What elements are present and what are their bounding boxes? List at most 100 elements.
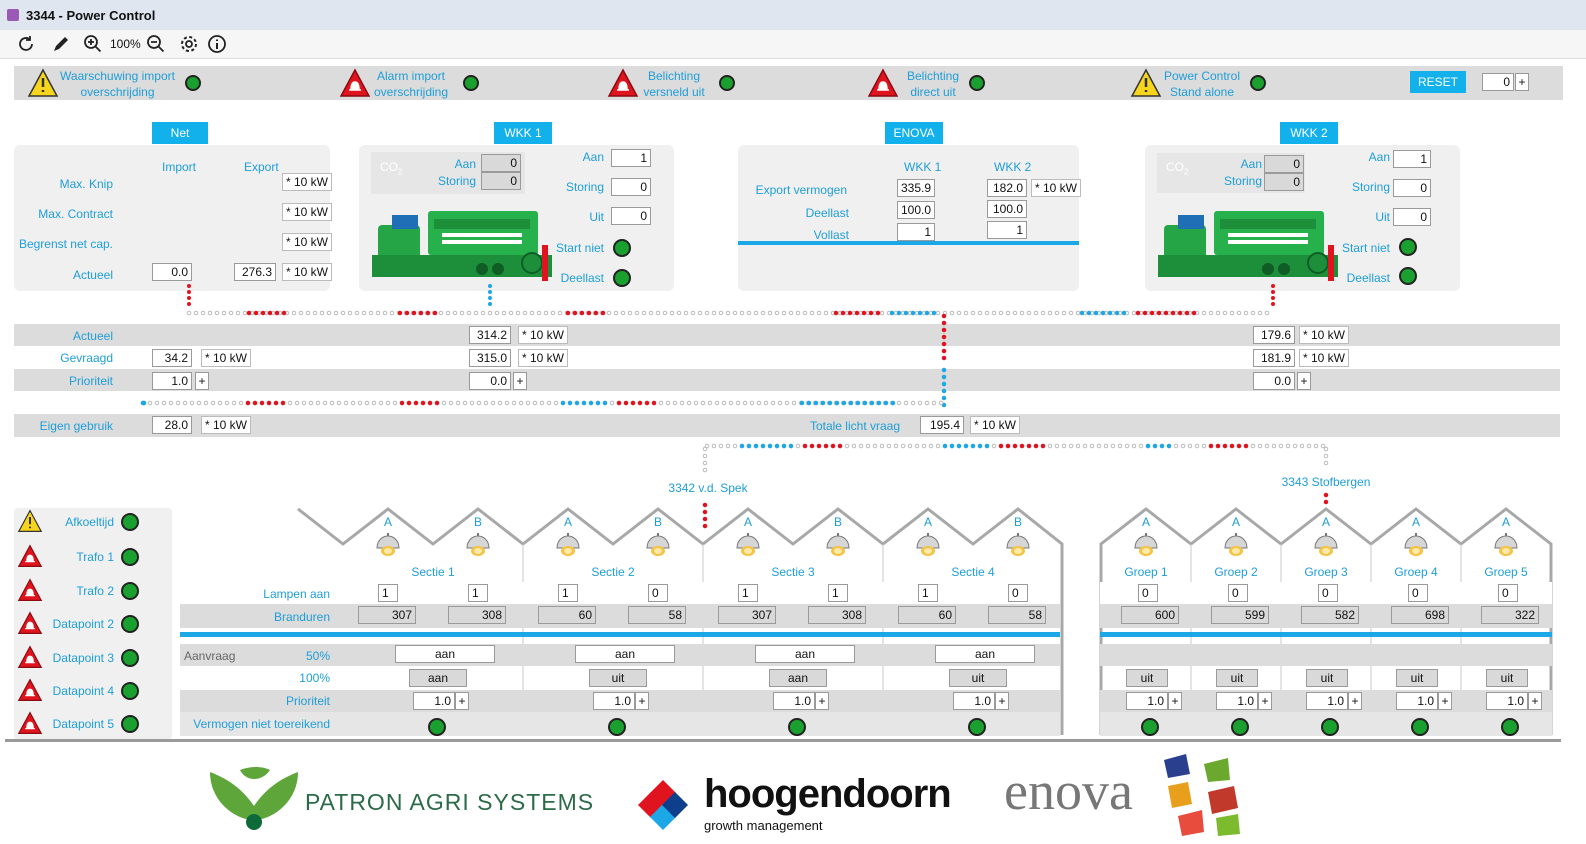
aanvraag-100-value[interactable]: aan	[769, 669, 827, 687]
group-prioriteit[interactable]: 1.0	[1216, 692, 1258, 710]
group-lamp-letter: A	[1321, 515, 1330, 529]
section-prio-plus-button[interactable]: +	[995, 692, 1009, 710]
group-prio-plus-button[interactable]: +	[1168, 692, 1182, 710]
wkk1-prioriteit[interactable]: 0.0	[469, 372, 511, 390]
net-unit: * 10 kW	[282, 173, 333, 191]
aanvraag-50-value[interactable]: aan	[755, 645, 855, 663]
info-icon[interactable]	[206, 33, 228, 55]
group-aanvraag-100[interactable]: uit	[1216, 669, 1258, 687]
group-name: Groep 5	[1484, 565, 1528, 579]
group-prioriteit[interactable]: 1.0	[1396, 692, 1438, 710]
enova-deellast-wkk1: 100.0	[897, 201, 935, 219]
section-prio-plus-button[interactable]: +	[455, 692, 469, 710]
reset-plus-button[interactable]: +	[1515, 73, 1529, 91]
flow-line-wkk1	[487, 284, 493, 310]
branduren-b: 58	[628, 606, 686, 624]
alarm-icon	[17, 544, 43, 568]
aanvraag-100-value[interactable]: aan	[409, 669, 467, 687]
wkk1-co2-storing: 0	[481, 172, 521, 190]
eigen-gebruik-row	[14, 414, 1560, 437]
group-branduren: 698	[1391, 606, 1449, 624]
group-name: Groep 3	[1304, 565, 1348, 579]
group-aanvraag-100[interactable]: uit	[1486, 669, 1528, 687]
edit-pencil-icon[interactable]	[50, 33, 72, 55]
net-prio-plus-button[interactable]: +	[195, 372, 209, 390]
wkk1-prio-plus-button[interactable]: +	[513, 372, 527, 390]
group-prioriteit[interactable]: 1.0	[1486, 692, 1528, 710]
refresh-icon[interactable]	[15, 33, 37, 55]
wkk1-actueel: 314.2	[469, 326, 511, 344]
wkk1-gevraagd: 315.0	[469, 349, 511, 367]
group-vermogen-led	[1231, 718, 1249, 736]
section-prioriteit[interactable]: 1.0	[413, 692, 455, 710]
alarm-led-3	[719, 75, 735, 91]
alarm-icon	[17, 611, 43, 635]
lamp-icon	[373, 530, 403, 560]
wkk2-prio-plus-button[interactable]: +	[1297, 372, 1311, 390]
lamp-a-value: 1	[738, 584, 758, 602]
branduren-label: Branduren	[273, 610, 330, 624]
wkk2-header[interactable]: WKK 2	[1280, 122, 1338, 144]
group-prio-plus-button[interactable]: +	[1528, 692, 1542, 710]
wkk1-header[interactable]: WKK 1	[494, 122, 552, 144]
enova-deellast-wkk2: 100.0	[987, 200, 1027, 218]
net-prioriteit[interactable]: 1.0	[152, 372, 192, 390]
section-name: Sectie 1	[411, 565, 455, 579]
status-label: Trafo 1	[76, 550, 114, 564]
flow-line-enova	[941, 313, 947, 409]
eigen-gebruik-unit: * 10 kW	[201, 416, 252, 434]
section-prioriteit[interactable]: 1.0	[953, 692, 995, 710]
net-row-label: Max. Contract	[38, 207, 113, 221]
enova-vollast-wkk2: 1	[987, 221, 1027, 239]
aanvraag-50-value[interactable]: aan	[935, 645, 1035, 663]
wkk2-prioriteit[interactable]: 0.0	[1253, 372, 1295, 390]
toolbar: 100%	[0, 30, 1586, 59]
zoom-out-icon[interactable]	[145, 33, 167, 55]
net-unit: * 10 kW	[282, 203, 333, 221]
lamp-icon	[463, 530, 493, 560]
enova-header[interactable]: ENOVA	[885, 122, 943, 144]
section-prioriteit[interactable]: 1.0	[593, 692, 635, 710]
alarm-led-1	[185, 75, 201, 91]
reset-value[interactable]: 0	[1482, 73, 1514, 91]
aanvraag-100-value[interactable]: uit	[589, 669, 647, 687]
gear-icon[interactable]	[178, 33, 200, 55]
flow-line-sites	[704, 443, 1328, 449]
group-aanvraag-100[interactable]: uit	[1126, 669, 1168, 687]
group-lamp-value: 0	[1228, 584, 1248, 602]
group-prio-plus-button[interactable]: +	[1438, 692, 1452, 710]
group-prio-plus-button[interactable]: +	[1258, 692, 1272, 710]
section-name: Sectie 4	[951, 565, 995, 579]
enova-col-wkk2: WKK 2	[994, 160, 1032, 174]
wkk2-co2-aan: 0	[1264, 155, 1304, 173]
status-led	[121, 548, 139, 566]
group-aanvraag-100[interactable]: uit	[1396, 669, 1438, 687]
wkk2-uit: 0	[1393, 208, 1431, 226]
group-vermogen-led	[1321, 718, 1339, 736]
group-prioriteit[interactable]: 1.0	[1126, 692, 1168, 710]
lamp-a-value: 1	[918, 584, 938, 602]
section-prio-plus-button[interactable]: +	[635, 692, 649, 710]
lamp-icon	[823, 530, 853, 560]
window-title: 3344 - Power Control	[26, 8, 156, 23]
lampen-aan-label: Lampen aan	[263, 587, 330, 601]
aanvraag-50-value[interactable]: aan	[575, 645, 675, 663]
group-divider	[1100, 632, 1552, 637]
section-prioriteit[interactable]: 1.0	[773, 692, 815, 710]
reset-button[interactable]: RESET	[1410, 71, 1466, 93]
enova-col-wkk1: WKK 1	[904, 160, 942, 174]
zoom-in-icon[interactable]	[82, 33, 104, 55]
net-header[interactable]: Net	[152, 122, 208, 144]
section-prio-plus-button[interactable]: +	[815, 692, 829, 710]
group-prio-plus-button[interactable]: +	[1348, 692, 1362, 710]
net-col-import: Import	[162, 160, 197, 174]
group-lamp-value: 0	[1408, 584, 1428, 602]
aanvraag-100-value[interactable]: uit	[949, 669, 1007, 687]
group-prioriteit[interactable]: 1.0	[1306, 692, 1348, 710]
lamp-a-letter: A	[383, 515, 392, 529]
aanvraag-50-value[interactable]: aan	[395, 645, 495, 663]
status-label: Datapoint 3	[52, 651, 114, 665]
group-branduren: 322	[1481, 606, 1539, 624]
group-name: Groep 2	[1214, 565, 1258, 579]
group-aanvraag-100[interactable]: uit	[1306, 669, 1348, 687]
